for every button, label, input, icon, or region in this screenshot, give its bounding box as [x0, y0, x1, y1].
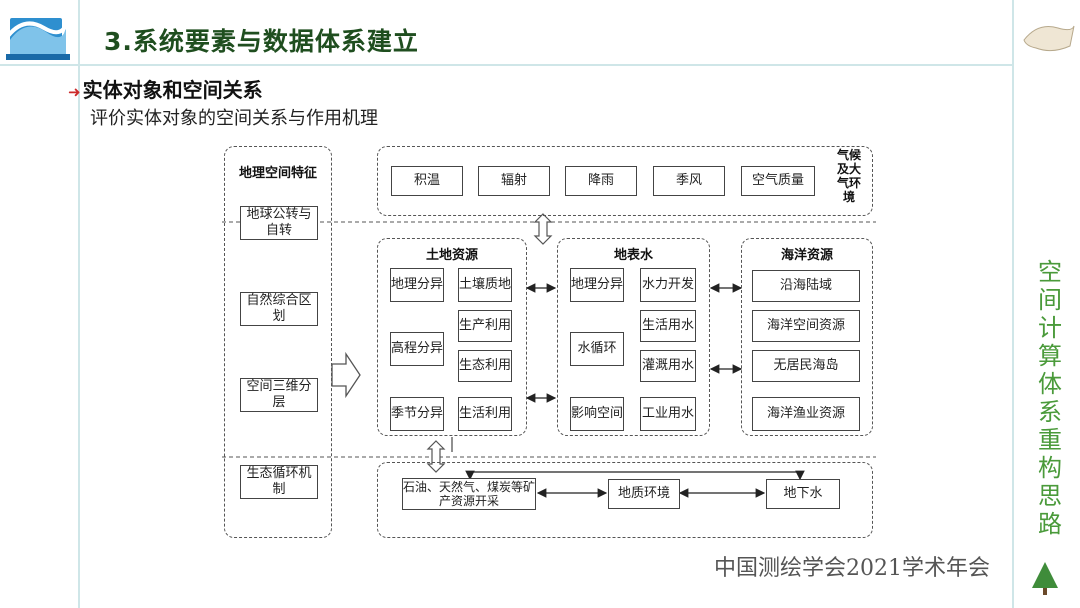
climate-item: 辐射: [478, 166, 550, 196]
footer-conference: 中国测绘学会2021学术年会: [714, 556, 990, 581]
slide-title: 3.系统要素与数据体系建立: [104, 27, 419, 56]
land-title: 土地资源: [425, 248, 478, 263]
arrow-bullet-icon: ➜: [68, 83, 81, 101]
water-item: 水循环: [570, 332, 624, 366]
groundwater-item: 地下水: [766, 479, 840, 509]
land-item: 地理分异: [390, 268, 444, 302]
scroll-decoration-icon: [1023, 25, 1075, 52]
ocean-title: 海洋资源: [780, 248, 833, 263]
surface-water-panel: [557, 238, 710, 436]
flow-arrow-right-icon: [331, 351, 361, 399]
side-vertical-title: 空间计算体系重构思路: [1038, 258, 1062, 538]
climate-panel: [377, 146, 873, 216]
land-item: 土壤质地: [458, 268, 512, 302]
land-item: 高程分异: [390, 332, 444, 366]
land-item: 生态利用: [458, 350, 512, 382]
slide-logo-icon: [6, 17, 70, 60]
geo-feature-title: 地理空间特征: [238, 166, 317, 181]
mineral-item: 石油、天然气、煤炭等矿产资源开采: [402, 478, 536, 510]
ocean-panel: [741, 238, 873, 436]
underground-panel: [377, 462, 873, 538]
water-item: 灌溉用水: [640, 350, 696, 382]
water-item: 影响空间: [570, 397, 624, 431]
geo-item: 地球公转与自转: [240, 206, 318, 240]
double-arrow-vertical-icon: [533, 213, 553, 245]
frame-vertical-rule: [78, 0, 80, 608]
climate-item: 季风: [653, 166, 725, 196]
land-item: 生活利用: [458, 397, 512, 431]
geo-item: 空间三维分层: [240, 378, 318, 412]
geo-item: 生态循环机制: [240, 465, 318, 499]
geo-item: 自然综合区划: [240, 292, 318, 326]
water-item: 地理分异: [570, 268, 624, 302]
ocean-item: 海洋空间资源: [752, 310, 860, 342]
land-item: 生产利用: [458, 310, 512, 342]
double-arrow-vertical-icon: [426, 440, 446, 473]
water-item: 生活用水: [640, 310, 696, 342]
surface-water-title: 地表水: [613, 248, 653, 263]
section-heading-text: 实体对象和空间关系: [82, 78, 263, 102]
climate-item: 积温: [391, 166, 463, 196]
ocean-item: 沿海陆域: [752, 270, 860, 302]
geo-env-item: 地质环境: [608, 479, 680, 509]
water-item: 工业用水: [640, 397, 696, 431]
land-item: 季节分异: [390, 397, 444, 431]
section-heading: ➜实体对象和空间关系: [68, 74, 263, 103]
ocean-item: 无居民海岛: [752, 350, 860, 382]
water-item: 水力开发: [640, 268, 696, 302]
frame-right-rule: [1012, 0, 1014, 608]
land-panel: [377, 238, 527, 436]
climate-label: 气候及大气环境: [836, 148, 861, 204]
frame-horizontal-rule: [0, 64, 1012, 66]
geo-feature-panel: [224, 146, 332, 538]
tree-decoration-icon: [1032, 562, 1058, 595]
section-description: 评价实体对象的空间关系与作用机理: [90, 108, 378, 129]
ocean-item: 海洋渔业资源: [752, 397, 860, 431]
climate-item: 空气质量: [741, 166, 815, 196]
climate-item: 降雨: [565, 166, 637, 196]
